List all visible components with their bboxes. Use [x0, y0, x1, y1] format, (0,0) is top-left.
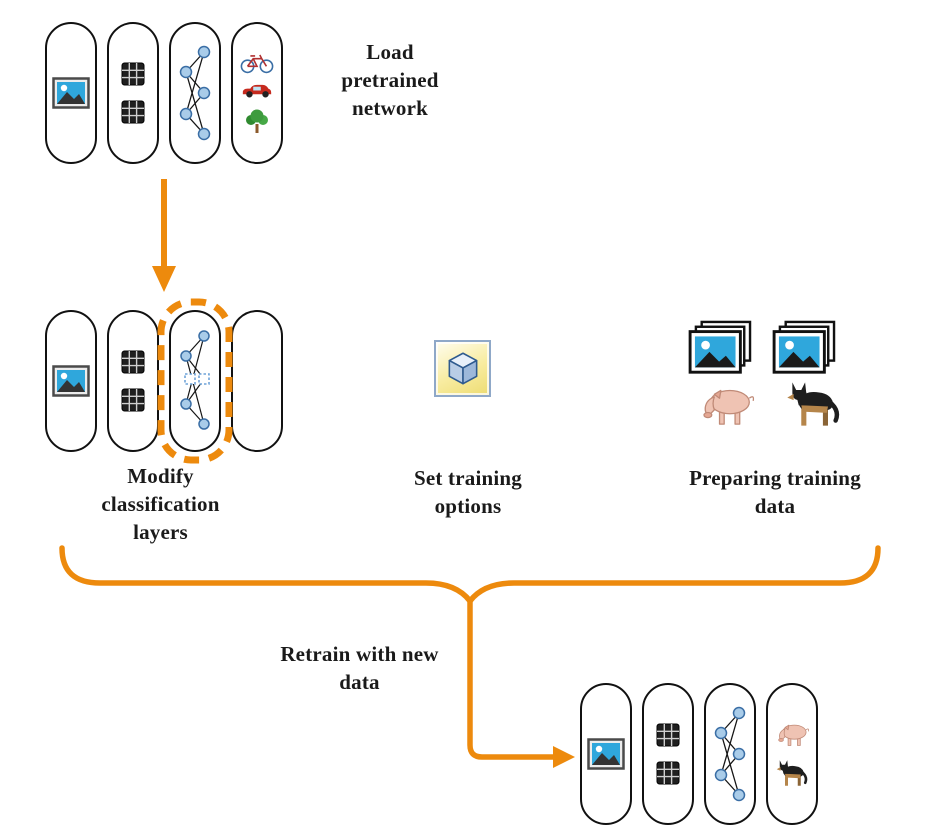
merge-brace: [59, 545, 881, 606]
modified-neural-network-icon: [180, 330, 210, 430]
grid-icon: [656, 723, 680, 747]
car-icon: [242, 84, 272, 98]
pretrained-network: [45, 22, 283, 164]
dog-icon: [787, 382, 840, 426]
grid-icon: [121, 350, 145, 374]
input-image-pill: [45, 310, 97, 452]
modify-layers-label: Modify classification layers: [101, 464, 220, 544]
neural-network-icon: [714, 706, 746, 802]
retrained-network: [580, 683, 818, 825]
training-options-box: [434, 340, 491, 397]
neural-network-icon: [179, 45, 211, 141]
empty-output-pill: [231, 310, 283, 452]
pig-icon: [778, 724, 809, 746]
grid-icon: [121, 62, 145, 86]
fc-layers-pill: [169, 22, 221, 164]
down-arrow: [152, 179, 176, 292]
conv-layers-pill: [107, 22, 159, 164]
tree-icon: [246, 109, 268, 133]
cube-icon: [448, 351, 477, 384]
image-icon: [587, 738, 625, 770]
image-icon: [52, 77, 90, 109]
dog-icon: [776, 759, 807, 786]
grid-icon: [121, 100, 145, 124]
output-classes-pill: [766, 683, 818, 825]
modified-layers-highlight: [157, 298, 233, 464]
photo-stack-icon: [772, 320, 836, 374]
image-icon: [52, 365, 90, 397]
output-classes-pill: [231, 22, 283, 164]
load-network-label: Load pretrained network: [341, 40, 439, 120]
input-image-pill: [580, 683, 632, 825]
fc-layers-pill: [704, 683, 756, 825]
input-image-pill: [45, 22, 97, 164]
pig-icon: [703, 389, 755, 425]
grid-icon: [656, 761, 680, 785]
photo-stack-icon: [688, 320, 752, 374]
conv-layers-pill: [642, 683, 694, 825]
retrain-label: Retrain with new data: [280, 642, 439, 694]
training-options-label: Set training options: [414, 466, 522, 518]
grid-icon: [121, 388, 145, 412]
bicycle-icon: [240, 54, 274, 74]
new-classification-layers-pill: [169, 310, 221, 452]
conv-layers-pill: [107, 310, 159, 452]
preparing-data-label: Preparing training data: [689, 466, 861, 518]
modified-network: [45, 310, 283, 452]
retrain-arrow: [467, 598, 575, 768]
